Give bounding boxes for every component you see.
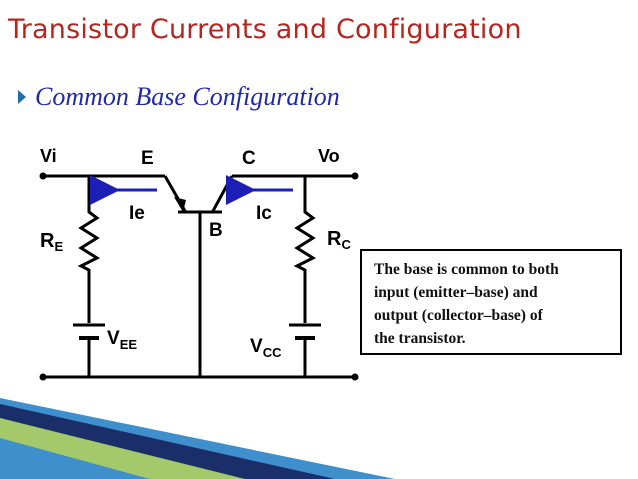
base-label: B xyxy=(209,220,223,241)
vo-label: Vo xyxy=(318,146,340,166)
collector-resistor xyxy=(293,176,317,323)
emitter-label: E xyxy=(141,148,154,169)
vi-terminal-dot xyxy=(39,172,47,180)
note-line: the transistor. xyxy=(374,330,466,347)
vo-terminal-dot xyxy=(351,172,359,180)
re-label: RE xyxy=(40,230,63,254)
ie-label: Ie xyxy=(129,203,145,224)
vcc-label: VCC xyxy=(250,336,282,360)
emitter-arrow-icon xyxy=(174,197,186,212)
decorative-swoosh xyxy=(0,398,395,479)
collector-lead xyxy=(211,175,234,212)
explanation-note-box: The base is common to both input (emitte… xyxy=(360,249,622,355)
bullet-text: Common Base Configuration xyxy=(35,82,340,111)
bullet-arrow-icon xyxy=(18,90,26,104)
emitter-resistor xyxy=(77,176,101,323)
rc-label: RC xyxy=(327,228,351,252)
vee-label: VEE xyxy=(107,328,137,352)
note-line: output (collector–base) of xyxy=(374,307,543,324)
ground-right-dot xyxy=(351,373,359,381)
ic-label: Ic xyxy=(256,203,272,224)
vi-label: Vi xyxy=(40,146,57,166)
ground-left-dot xyxy=(39,373,47,381)
note-line: input (emitter–base) and xyxy=(374,284,538,301)
collector-label: C xyxy=(242,148,256,169)
note-line: The base is common to both xyxy=(374,261,559,278)
slide-title: Transistor Currents and Configuration xyxy=(8,14,522,45)
